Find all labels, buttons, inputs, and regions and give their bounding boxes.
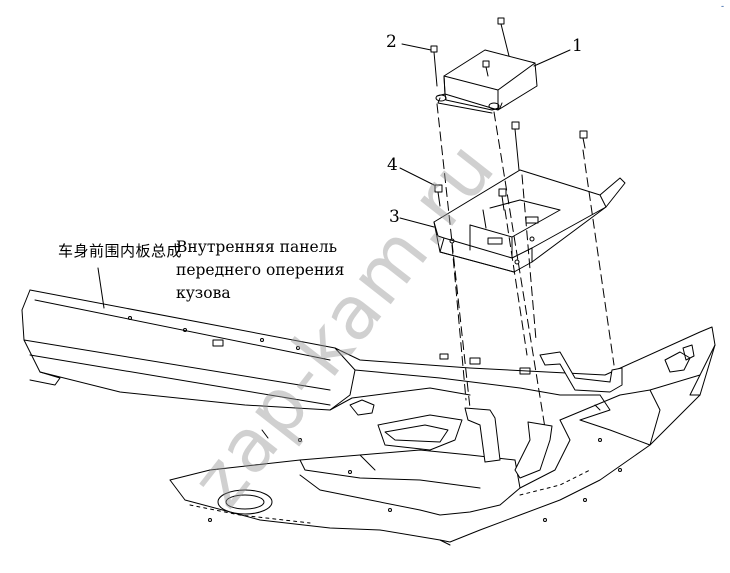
bracket-bolts [434, 121, 588, 211]
callout-4: 4 [387, 155, 398, 175]
callout-1: 1 [572, 36, 583, 56]
russian-label-line-1: Внутренняя панель [176, 238, 338, 256]
corner-mark: - [720, 2, 724, 12]
hidden-edges [189, 469, 591, 524]
callout-3: 3 [389, 207, 400, 227]
chinese-part-label: 车身前围内板总成 [58, 242, 183, 260]
callout-2: 2 [386, 32, 397, 52]
callout-leaders [97, 43, 571, 309]
russian-label-line-3: кузова [176, 284, 231, 302]
russian-label-line-2: переднего оперения [176, 261, 345, 279]
body-panel [21, 289, 716, 546]
alignment-dashes [436, 103, 615, 429]
part-3-bracket [433, 169, 626, 273]
part-1-module [436, 49, 538, 114]
module-bolts [430, 17, 510, 110]
